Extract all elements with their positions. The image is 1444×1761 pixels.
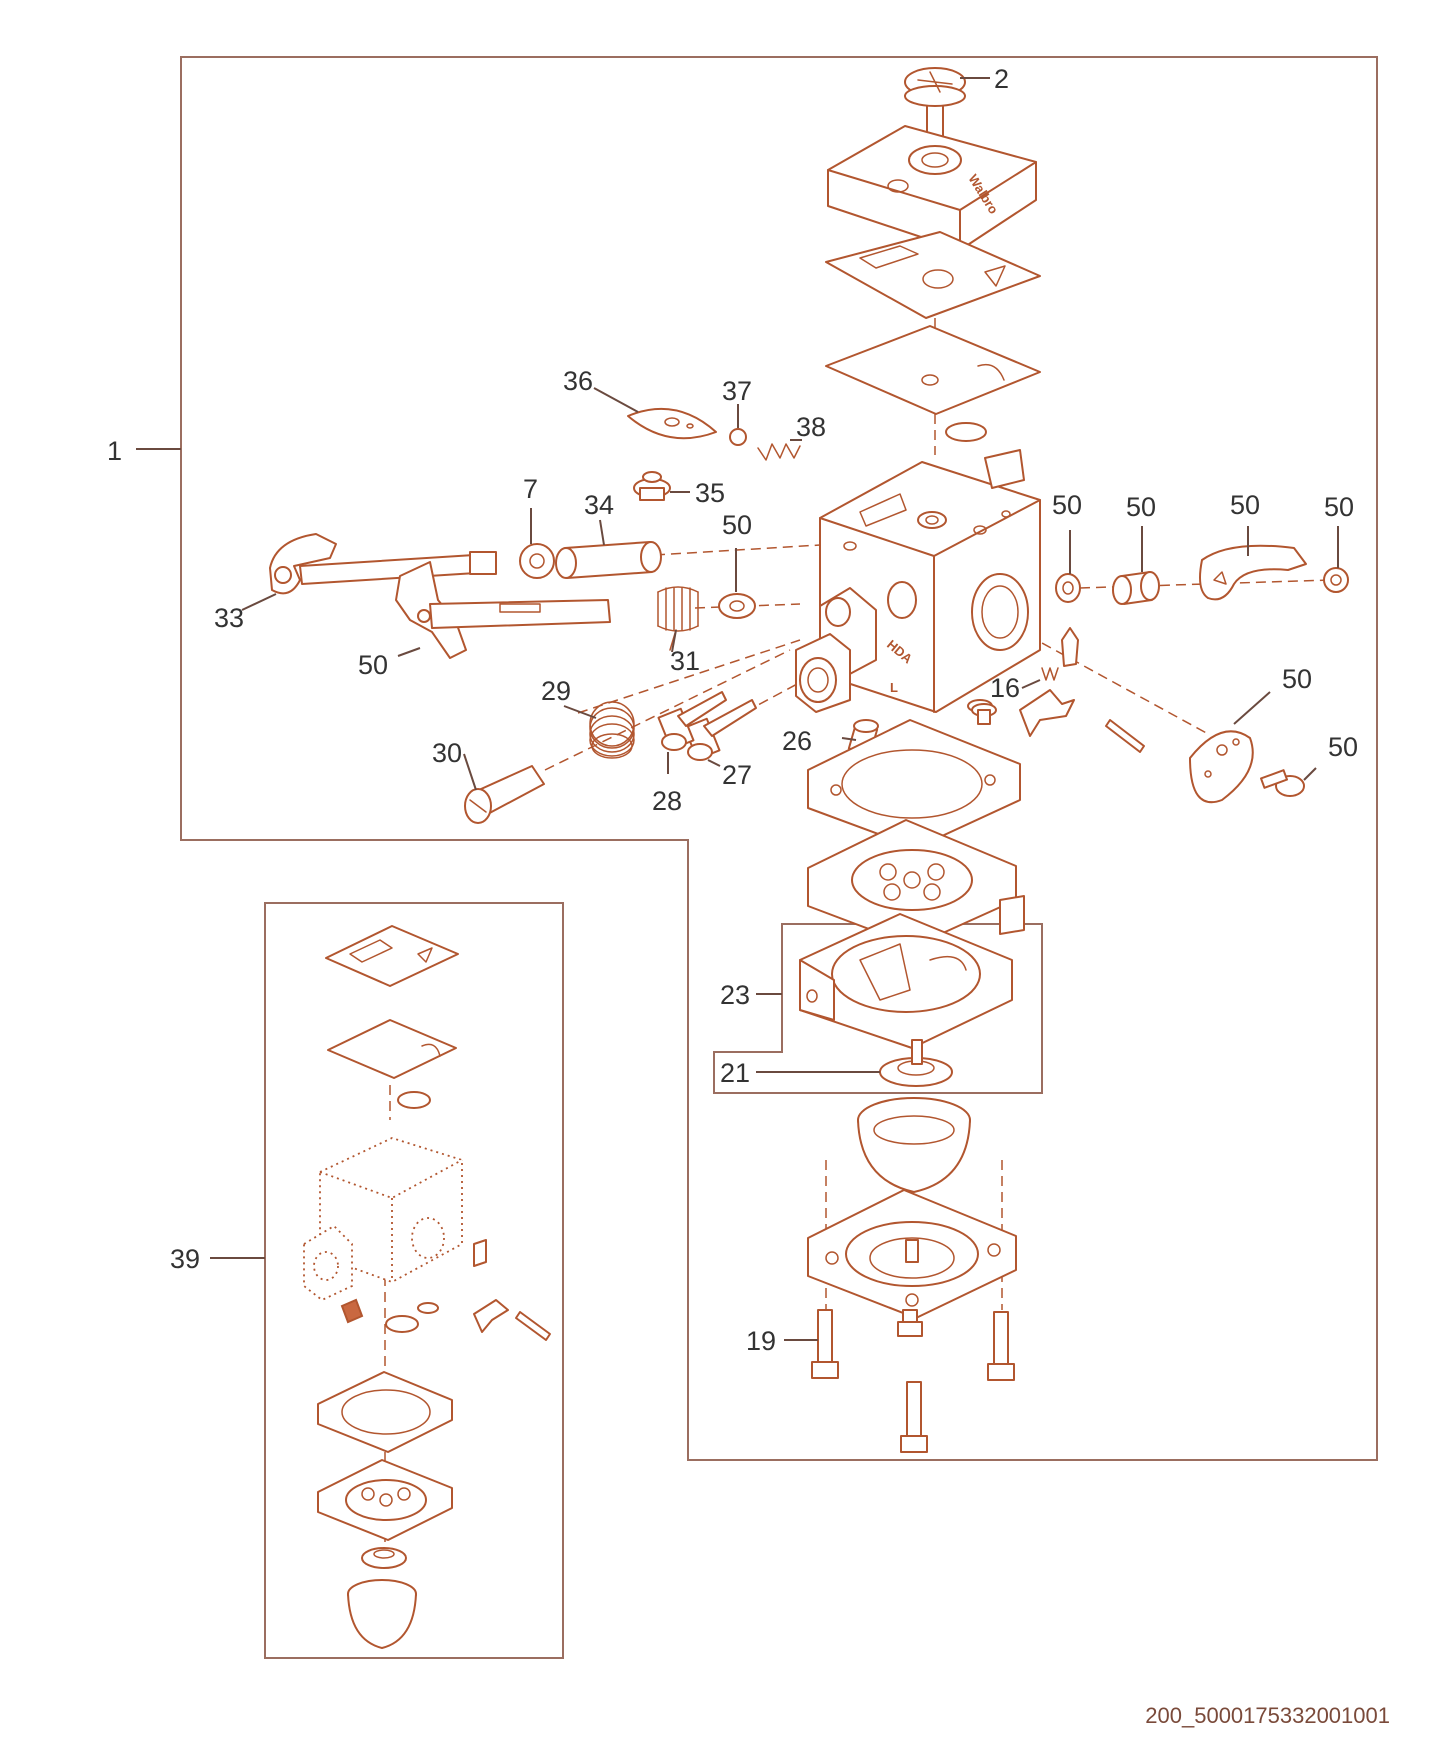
callout-labels: 1 2 36 37 38 35 7 34 50 33 50 31 29 30 2… bbox=[107, 64, 1358, 1356]
part-21-gasket bbox=[879, 1039, 953, 1087]
callout-37: 37 bbox=[722, 376, 752, 406]
pump-gasket bbox=[825, 231, 1041, 319]
part-50-throttle-shaft bbox=[395, 561, 611, 659]
callout-36: 36 bbox=[563, 366, 593, 396]
part-19-screws bbox=[811, 1309, 1015, 1453]
callout-34: 34 bbox=[584, 490, 614, 520]
callout-38: 38 bbox=[796, 412, 826, 442]
callout-50-d: 50 bbox=[1126, 492, 1156, 522]
part-34-bushing bbox=[555, 541, 662, 579]
part-50-nut-right bbox=[1323, 567, 1349, 593]
metering-gasket bbox=[807, 719, 1021, 849]
callout-19: 19 bbox=[746, 1326, 776, 1356]
part-36-throttle-plate bbox=[627, 407, 717, 440]
callout-1: 1 bbox=[107, 436, 122, 466]
callout-26: 26 bbox=[782, 726, 812, 756]
callout-33: 33 bbox=[214, 603, 244, 633]
callout-16: 16 bbox=[990, 673, 1020, 703]
part-50-bushing-right bbox=[1112, 571, 1160, 605]
callout-7: 7 bbox=[523, 474, 538, 504]
callout-30: 30 bbox=[432, 738, 462, 768]
part-50-plate-right bbox=[1189, 730, 1254, 804]
callout-2: 2 bbox=[994, 64, 1009, 94]
part-7-washer bbox=[519, 543, 555, 579]
part-23-metering-housing bbox=[799, 913, 1013, 1049]
pump-diaphragm bbox=[825, 325, 1041, 442]
callout-35: 35 bbox=[695, 478, 725, 508]
part-50-washer-left bbox=[718, 593, 756, 619]
assembly-frame-39 bbox=[264, 902, 564, 1659]
bottom-cover-plate bbox=[807, 1189, 1017, 1319]
callout-23: 23 bbox=[720, 980, 750, 1010]
callout-50-g: 50 bbox=[1282, 664, 1312, 694]
assembly-frame-23 bbox=[713, 923, 1043, 1094]
carburetor-body: HDA L bbox=[795, 449, 1041, 713]
diagram-id-text: 200_5000175332001001 bbox=[1145, 1703, 1390, 1728]
callout-29: 29 bbox=[541, 676, 571, 706]
part-16-needle-valve bbox=[971, 627, 1145, 753]
part-37-ball bbox=[729, 428, 747, 446]
part-33-choke-shaft bbox=[269, 533, 497, 595]
callout-39: 39 bbox=[170, 1244, 200, 1274]
body-adjust-l-text: L bbox=[890, 680, 898, 695]
callout-50-h: 50 bbox=[1328, 732, 1358, 762]
part-28-needle bbox=[657, 691, 727, 751]
part-29-spring bbox=[589, 701, 635, 759]
pump-cover: Walbro bbox=[827, 125, 1037, 251]
callout-50-f: 50 bbox=[1324, 492, 1354, 522]
part-50-screw-right bbox=[1260, 769, 1305, 797]
callout-21: 21 bbox=[720, 1058, 750, 1088]
callout-50-c: 50 bbox=[1052, 490, 1082, 520]
assembly-dash-lines bbox=[384, 110, 1331, 1560]
kit-39-parts bbox=[303, 925, 551, 1649]
callout-31: 31 bbox=[670, 646, 700, 676]
callout-50-a: 50 bbox=[722, 510, 752, 540]
part-27-needle bbox=[683, 699, 757, 761]
part-31-return-spring bbox=[657, 586, 699, 651]
assembly-frame-1 bbox=[180, 56, 1378, 1461]
metering-diaphragm bbox=[807, 819, 1025, 947]
callout-27: 27 bbox=[722, 760, 752, 790]
callout-28: 28 bbox=[652, 786, 682, 816]
part-50-lever-right bbox=[1199, 544, 1307, 601]
callout-leaders bbox=[136, 77, 1339, 1341]
callout-50-b: 50 bbox=[358, 650, 388, 680]
primer-bulb bbox=[857, 1097, 971, 1193]
part-35-screw bbox=[633, 471, 671, 501]
part-30-idle-screw bbox=[464, 765, 545, 824]
part-38-spring bbox=[757, 443, 801, 461]
part-50-washer-right bbox=[1055, 573, 1081, 603]
callout-50-e: 50 bbox=[1230, 490, 1260, 520]
